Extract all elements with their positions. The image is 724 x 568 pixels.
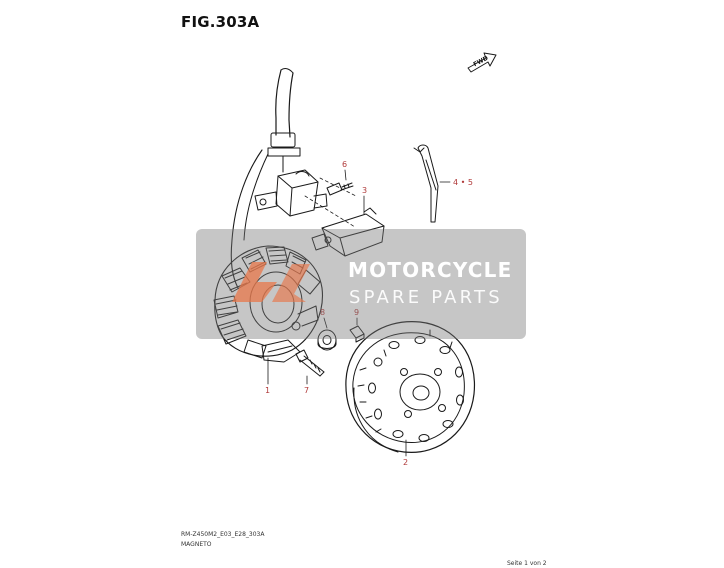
drawing-name: MAGNETO	[181, 541, 212, 548]
callout-leaders	[267, 169, 451, 457]
callout-4-5[interactable]: 4 • 5	[453, 178, 473, 187]
callout-7[interactable]: 7	[304, 386, 310, 395]
bolt-7	[295, 349, 325, 377]
watermark-logo-icon	[232, 262, 310, 302]
leader-lines	[304, 177, 357, 228]
key-9	[349, 325, 365, 343]
cable-clamp-4-5	[413, 144, 439, 223]
screw-6	[326, 182, 354, 196]
rotor-2	[345, 321, 476, 453]
callout-9[interactable]: 9	[354, 308, 360, 317]
callout-8[interactable]: 8	[320, 308, 326, 317]
bracket-3	[311, 207, 385, 257]
watermark-line-2: SPARE PARTS	[349, 287, 503, 308]
callout-2[interactable]: 2	[403, 458, 409, 467]
callout-1[interactable]: 1	[265, 386, 271, 395]
page-info: Seite 1 von 2	[507, 560, 547, 567]
figure-title: FIG.303A	[181, 13, 260, 31]
washer-8	[317, 329, 337, 351]
pickup-coil	[254, 169, 328, 217]
drawing-code: RM-Z450M2_E03_E28_303A	[181, 531, 265, 538]
fwd-arrow-icon	[467, 52, 497, 73]
callout-3[interactable]: 3	[362, 186, 368, 195]
callout-6[interactable]: 6	[342, 160, 348, 169]
watermark-line-1: MOTORCYCLE	[348, 258, 513, 282]
